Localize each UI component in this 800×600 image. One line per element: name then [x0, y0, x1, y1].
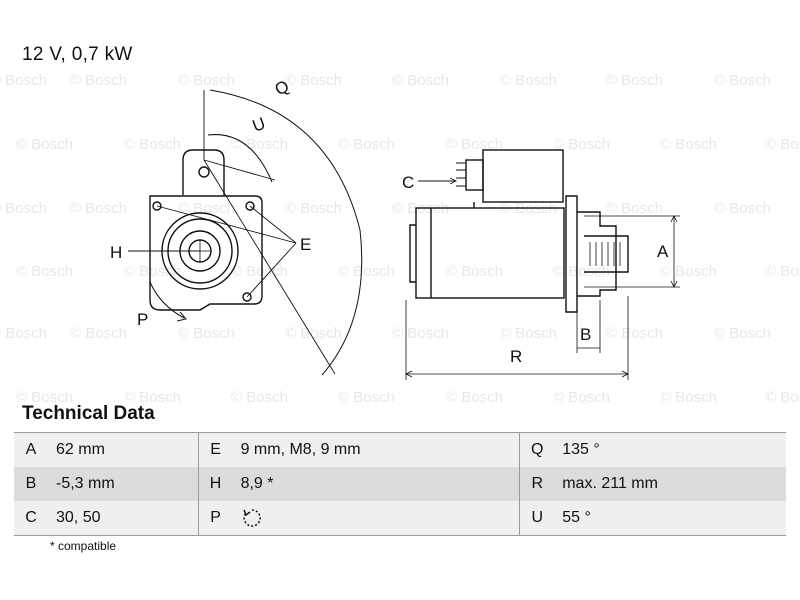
watermark: © Bosch [446, 136, 503, 153]
watermark: © Bosch [714, 72, 771, 89]
label-u: U [250, 114, 268, 136]
table-row: A 62 mm E 9 mm, M8, 9 mm Q 135 ° [14, 432, 786, 467]
side-view [405, 149, 680, 380]
watermark: © Bosch [231, 136, 288, 153]
watermark: © Bosch [338, 263, 395, 280]
spec-value: -5,3 mm [48, 467, 199, 501]
watermark: © Bosch [765, 263, 800, 280]
watermark: © Bosch [446, 263, 503, 280]
watermark: © Bosch [606, 200, 663, 217]
watermark: © Bosch [500, 72, 557, 89]
spec-key: C [14, 501, 48, 536]
watermark: © Bosch [660, 389, 717, 406]
watermark: © Bosch [16, 263, 73, 280]
label-a: A [657, 242, 669, 261]
watermark: © Bosch [124, 389, 181, 406]
watermark: © Bosch [553, 136, 610, 153]
watermark: © Bosch [285, 72, 342, 89]
watermark: © Bosch [285, 325, 342, 342]
watermark: © Bosch [0, 325, 47, 342]
spec-key: E [197, 432, 233, 467]
watermark: © Bosch [0, 72, 47, 89]
watermark: © Bosch [178, 200, 235, 217]
label-b: B [580, 325, 591, 344]
label-p: P [137, 310, 148, 329]
spec-key: P [197, 501, 233, 536]
label-e: E [300, 235, 311, 254]
spec-title: 12 V, 0,7 kW [22, 44, 133, 65]
watermark: © Bosch [765, 136, 800, 153]
watermark: © Bosch [606, 325, 663, 342]
watermark: © Bosch [178, 72, 235, 89]
spec-value: 62 mm [48, 432, 199, 467]
spec-value: 9 mm, M8, 9 mm [232, 432, 520, 467]
front-view [128, 89, 363, 376]
clockwise-rotation-icon [242, 509, 261, 527]
watermark: © Bosch [231, 389, 288, 406]
footnote: * compatible [50, 539, 117, 553]
spec-key: R [519, 467, 555, 501]
watermark: © Bosch [124, 263, 181, 280]
watermark: © Bosch [70, 200, 127, 217]
table-row: C 30, 50 P U 55 ° [14, 501, 786, 536]
label-h: H [110, 243, 122, 262]
label-c: C [402, 173, 414, 192]
spec-key: A [14, 432, 48, 467]
label-r: R [510, 347, 522, 366]
technical-data-title: Technical Data [22, 403, 155, 424]
watermark: © Bosch [606, 72, 663, 89]
watermark: © Bosch [16, 136, 73, 153]
watermark: © Bosch [70, 325, 127, 342]
watermark: © Bosch [16, 389, 73, 406]
watermark: © Bosch [285, 200, 342, 217]
spec-value: max. 211 mm [554, 467, 786, 501]
watermark: © Bosch [338, 136, 395, 153]
watermark: © Bosch [660, 136, 717, 153]
watermark: © Bosch [500, 325, 557, 342]
spec-value: 135 ° [554, 432, 786, 467]
watermark: © Bosch [714, 325, 771, 342]
spec-value: 8,9 * [232, 467, 520, 501]
table-row: B -5,3 mm H 8,9 * R max. 211 mm [14, 467, 786, 501]
watermark: © Bosch [392, 72, 449, 89]
watermark: © Bosch [338, 389, 395, 406]
technical-data-table: A 62 mm E 9 mm, M8, 9 mm Q 135 ° B -5,3 … [14, 432, 786, 536]
spec-value: 30, 50 [48, 501, 199, 536]
watermark: © Bosch [553, 389, 610, 406]
watermark: © Bosch [124, 136, 181, 153]
watermark: © Bosch [553, 263, 610, 280]
spec-value [232, 501, 520, 536]
starter-motor-drawing: Q U E H P C A B [110, 76, 680, 380]
watermark: © Bosch [178, 325, 235, 342]
spec-key: U [519, 501, 555, 536]
spec-key: B [14, 467, 48, 501]
watermark: © Bosch [714, 200, 771, 217]
spec-key: H [197, 467, 233, 501]
spec-value: 55 ° [554, 501, 786, 536]
watermark: © Bosch [765, 389, 800, 406]
label-q: Q [272, 76, 293, 99]
watermark: © Bosch [0, 200, 47, 217]
watermark: © Bosch [446, 389, 503, 406]
spec-key: Q [519, 432, 555, 467]
watermark: © Bosch [70, 72, 127, 89]
